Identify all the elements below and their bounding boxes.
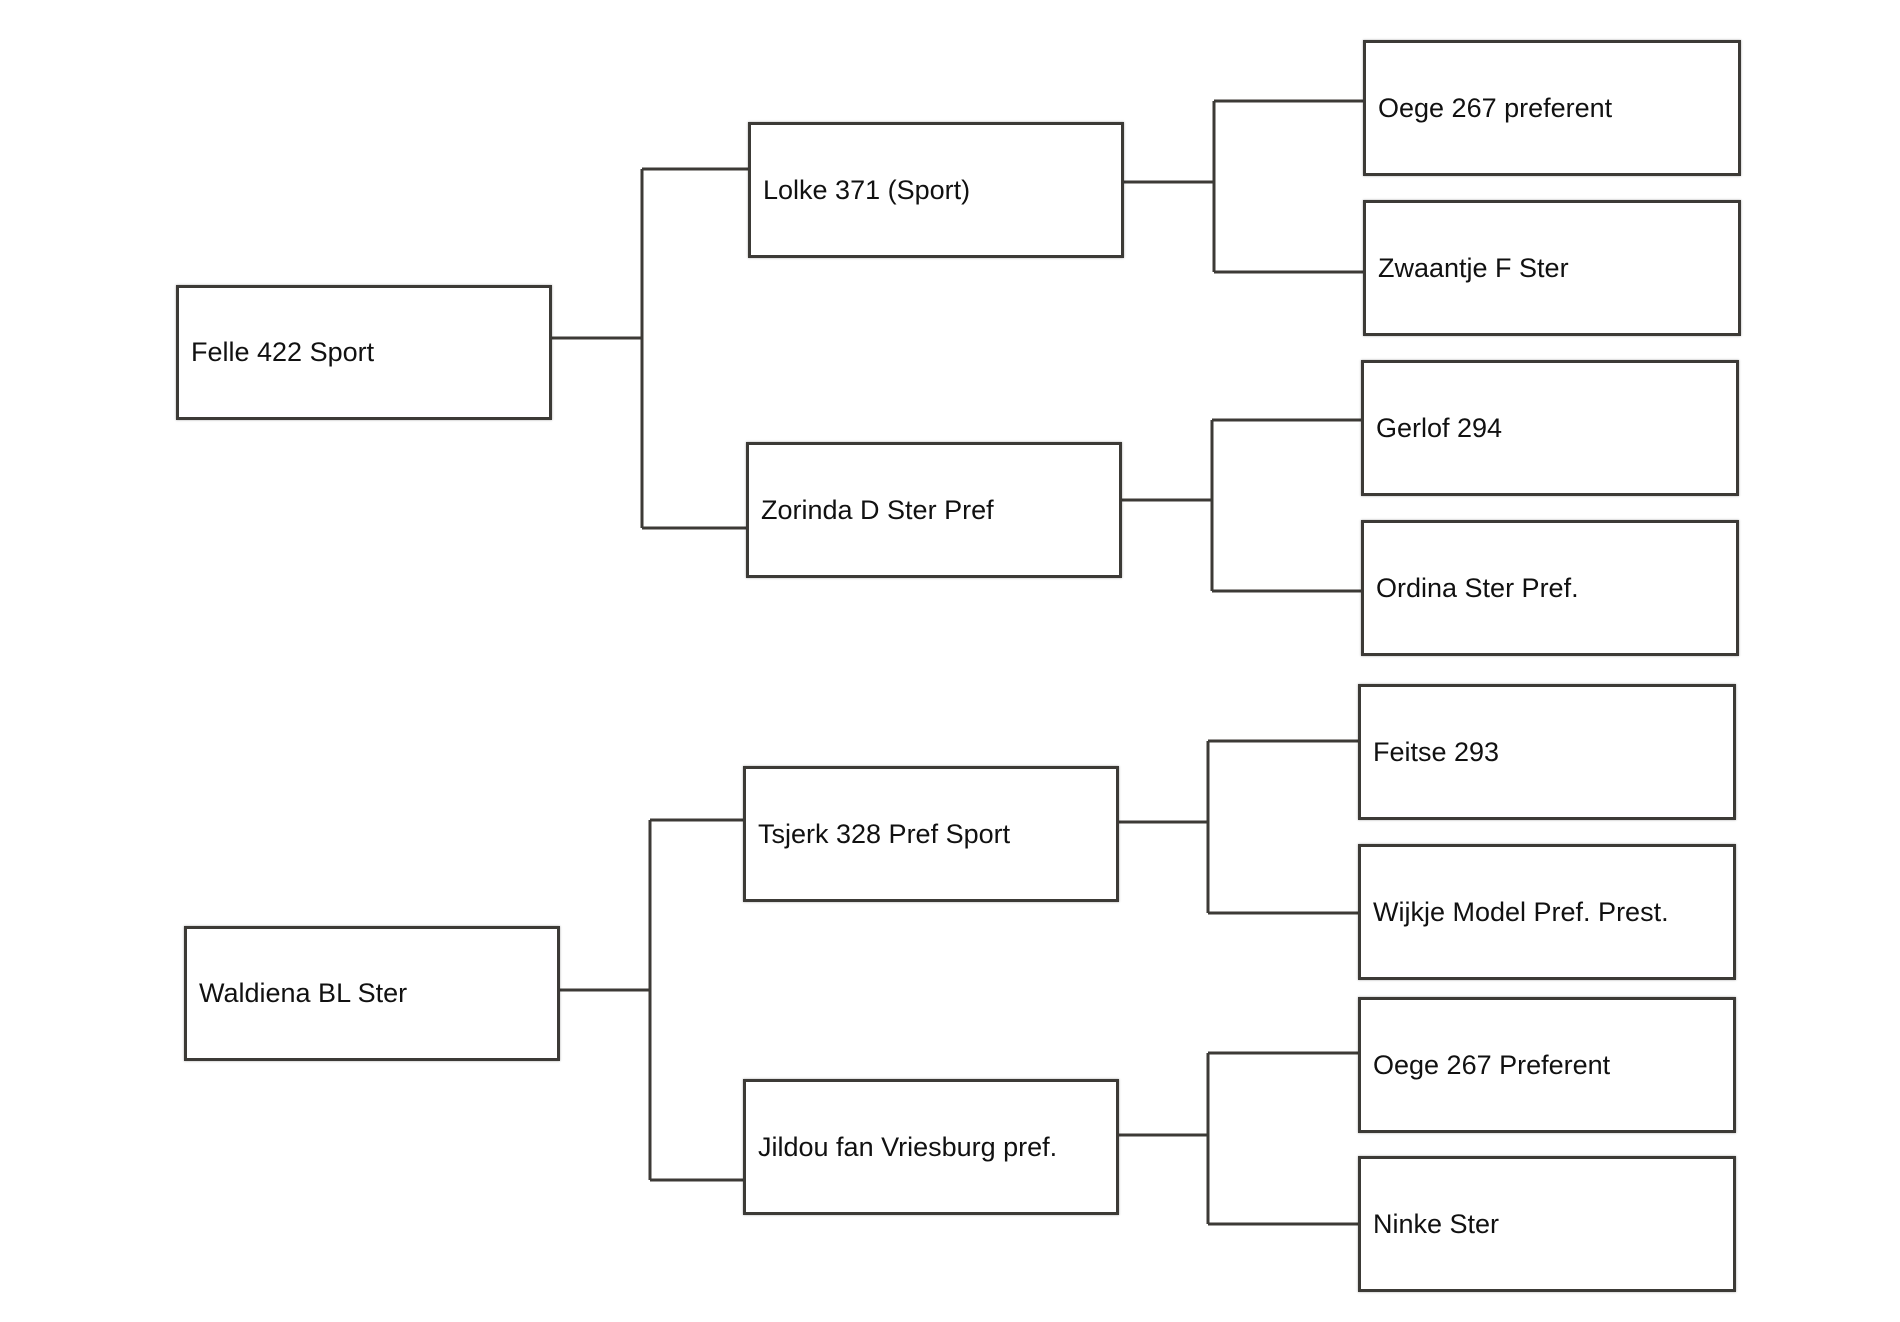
horse-box-tsjerk-328: Tsjerk 328 Pref Sport [743,766,1119,902]
bracket-connector-3 [1124,99,1363,274]
horse-box-gerlof-294: Gerlof 294 [1361,360,1739,496]
bracket-connector-1 [552,167,748,530]
horse-box-feitse-293: Feitse 293 [1358,684,1736,820]
horse-box-ninke-ster: Ninke Ster [1358,1156,1736,1292]
horse-box-zwaantje-f-ster: Zwaantje F Ster [1363,200,1741,336]
horse-box-oege-267-preferent-2: Oege 267 Preferent [1358,997,1736,1133]
horse-box-wijkje-model: Wijkje Model Pref. Prest. [1358,844,1736,980]
horse-box-jildou-fan-vriesburg: Jildou fan Vriesburg pref. [743,1079,1119,1215]
horse-box-zorinda-d-ster: Zorinda D Ster Pref [746,442,1122,578]
horse-box-ordina-ster-pref: Ordina Ster Pref. [1361,520,1739,656]
bracket-connector-6 [1119,1051,1358,1226]
horse-box-lolke-371: Lolke 371 (Sport) [748,122,1124,258]
bracket-connector-4 [1122,418,1361,593]
bracket-connector-5 [1119,739,1358,915]
bracket-connector-2 [560,818,743,1182]
horse-box-waldiena-bl-ster: Waldiena BL Ster [184,926,560,1061]
horse-box-felle-422-sport: Felle 422 Sport [176,285,552,420]
horse-box-oege-267-preferent: Oege 267 preferent [1363,40,1741,176]
